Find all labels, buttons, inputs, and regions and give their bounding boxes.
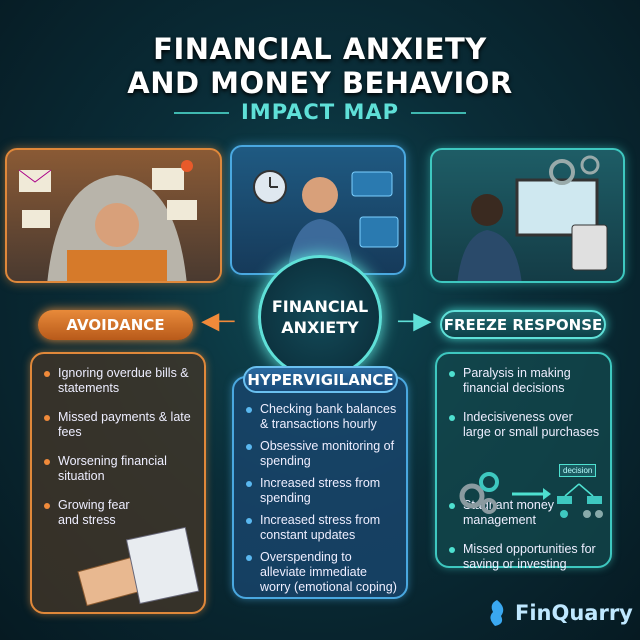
list-item: Increased stress from constant updates: [246, 513, 398, 543]
freeze-response-label: FREEZE RESPONSE: [440, 310, 606, 339]
avoidance-label: AVOIDANCE: [38, 310, 193, 340]
list-item: Ignoring overdue bills & statements: [44, 366, 196, 396]
gear-icon: [459, 483, 485, 509]
arrow-left-icon: ◀─: [202, 308, 235, 333]
decision-label: decision: [559, 464, 597, 477]
hypervigilance-label: HYPERVIGILANCE: [243, 366, 398, 393]
freeze-response-list: Paralysis in making financial decisions …: [435, 352, 612, 571]
financial-anxiety-hub: FINANCIAL ANXIETY: [258, 255, 382, 379]
avoidance-illustration: [5, 148, 222, 283]
hub-line-2: ANXIETY: [281, 318, 359, 337]
list-item: Checking bank balances & transactions ho…: [246, 402, 398, 432]
calculator-icon: [571, 224, 608, 271]
gear-icon: [549, 159, 575, 185]
list-item: Missed opportunities for saving or inves…: [449, 542, 602, 572]
arrow-right-icon: ─▶: [398, 308, 431, 333]
list-item: Overspending to alleviate immediate worr…: [246, 550, 398, 595]
title-line-2: AND MONEY BEHAVIOR: [127, 66, 513, 100]
logo-icon: [490, 600, 504, 626]
list-item: Growing fear and stress: [44, 498, 144, 528]
avoidance-list: Ignoring overdue bills & statements Miss…: [30, 352, 206, 614]
envelope-icon: [18, 169, 52, 192]
hypervigilance-list: Checking bank balances & transactions ho…: [232, 376, 408, 599]
list-item: Increased stress from spending: [246, 476, 398, 506]
title-line-1: FINANCIAL ANXIETY: [153, 32, 487, 66]
finquarry-logo: FinQuarry: [485, 598, 633, 628]
list-item: Missed payments & late fees: [44, 410, 196, 440]
list-item: Indecisiveness over large or small purch…: [449, 410, 602, 440]
list-item: Obsessive monitoring of spending: [246, 439, 398, 469]
subtitle: IMPACT MAP: [0, 100, 640, 124]
hub-line-1: FINANCIAL: [271, 297, 369, 316]
logo-text: FinQuarry: [515, 601, 633, 625]
paper-stack-icon: [77, 526, 200, 607]
list-item: Paralysis in making financial decisions: [449, 366, 602, 396]
list-item: Worsening financial situation: [44, 454, 196, 484]
decision-diagram: decision: [457, 464, 607, 519]
freeze-illustration: [430, 148, 625, 283]
